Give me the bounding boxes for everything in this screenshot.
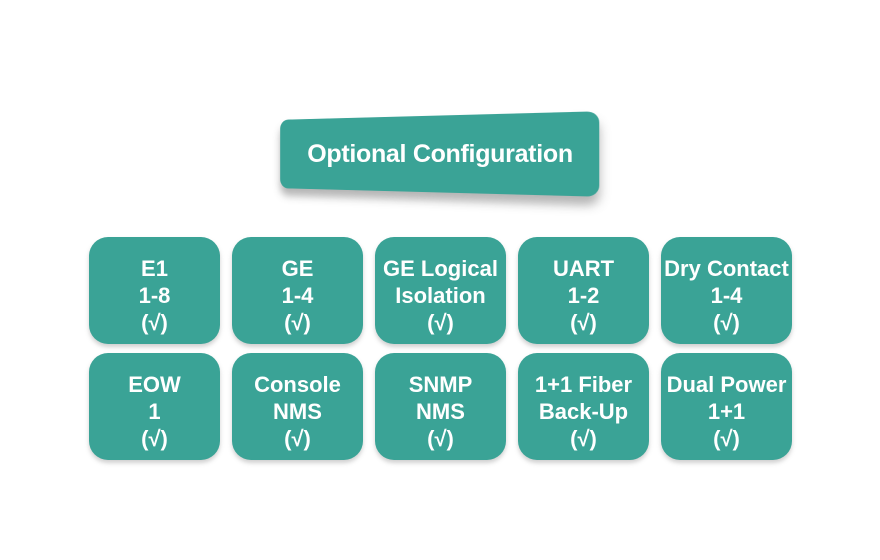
- option-name: Console: [254, 372, 341, 397]
- option-check: (√): [713, 310, 740, 335]
- optional-configuration-banner: Optional Configuration: [0, 0, 880, 230]
- option-quantity: 1-8: [138, 283, 171, 308]
- config-box-eow: EOW 1 (√): [89, 353, 220, 460]
- config-box-ge-logical-isolation: GE Logical Isolation (√): [375, 237, 506, 344]
- option-quantity: 1-2: [567, 283, 600, 308]
- config-box-e1: E1 1-8 (√): [89, 237, 220, 344]
- option-name: 1+1 Fiber: [534, 372, 633, 397]
- option-name: Dual Power: [666, 372, 787, 397]
- option-check: (√): [570, 426, 597, 451]
- banner-title: Optional Configuration: [307, 139, 573, 168]
- option-check: (√): [427, 310, 454, 335]
- config-box-fiber-backup: 1+1 Fiber Back-Up (√): [518, 353, 649, 460]
- option-check: (√): [284, 310, 311, 335]
- config-box-snmp-nms: SNMP NMS (√): [375, 353, 506, 460]
- option-name: GE Logical: [383, 256, 498, 281]
- option-check: (√): [427, 426, 454, 451]
- config-box-dual-power: Dual Power 1+1 (√): [661, 353, 792, 460]
- option-quantity: 1-4: [710, 283, 743, 308]
- config-box-console-nms: Console NMS (√): [232, 353, 363, 460]
- option-name: EOW: [128, 372, 181, 397]
- option-name-2: NMS: [273, 399, 322, 424]
- option-check: (√): [713, 426, 740, 451]
- option-quantity: 1: [148, 399, 161, 424]
- option-grid: E1 1-8 (√) GE 1-4 (√) GE Logical Isolati…: [89, 237, 792, 460]
- option-name: SNMP: [408, 372, 473, 397]
- option-check: (√): [141, 310, 168, 335]
- option-name: GE: [281, 256, 314, 281]
- option-check: (√): [570, 310, 597, 335]
- option-check: (√): [284, 426, 311, 451]
- option-name: E1: [141, 256, 168, 281]
- option-name-2: NMS: [416, 399, 465, 424]
- config-box-ge: GE 1-4 (√): [232, 237, 363, 344]
- option-name: Dry Contact: [664, 256, 789, 281]
- option-name: UART: [552, 256, 615, 281]
- option-name-2: Back-Up: [538, 399, 629, 424]
- config-box-uart: UART 1-2 (√): [518, 237, 649, 344]
- option-check: (√): [141, 426, 168, 451]
- option-quantity: 1+1: [707, 399, 746, 424]
- config-box-dry-contact: Dry Contact 1-4 (√): [661, 237, 792, 344]
- option-quantity: 1-4: [281, 283, 314, 308]
- option-name-2: Isolation: [395, 283, 486, 308]
